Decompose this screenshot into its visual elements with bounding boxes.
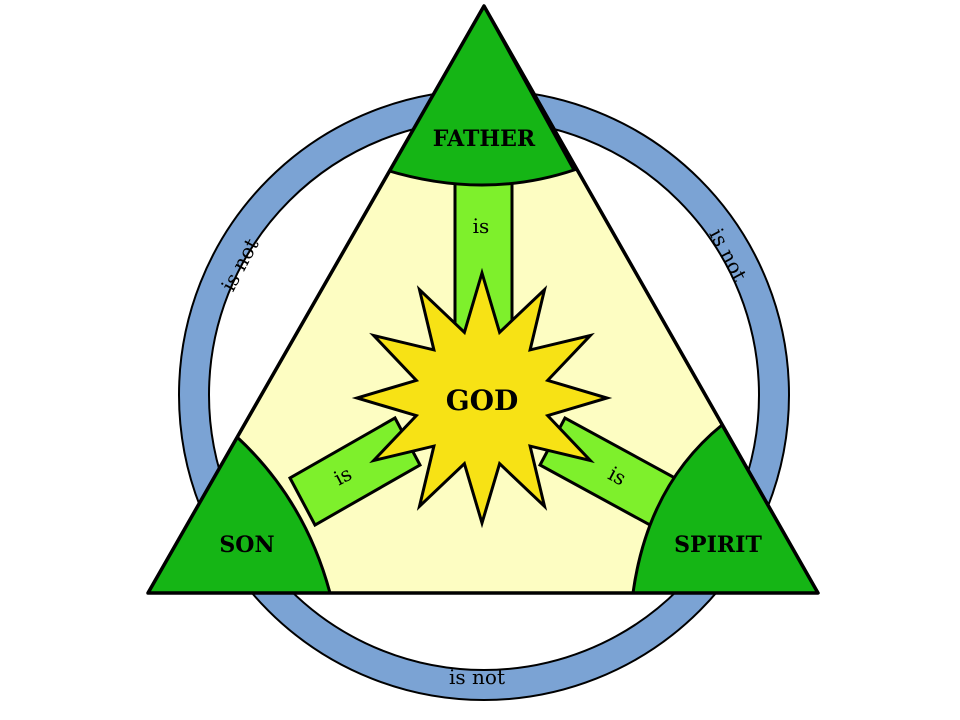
node-label-father: FATHER [433, 126, 536, 152]
corner-father [383, 6, 577, 187]
center-label-god: GOD [446, 384, 519, 417]
is-not-label-son-spirit: is not [449, 665, 505, 689]
corner-spirit [631, 422, 818, 593]
node-label-spirit: SPIRIT [674, 532, 762, 558]
god-star [351, 267, 613, 529]
node-label-son: SON [219, 532, 274, 558]
is-label-father: is [473, 214, 490, 238]
